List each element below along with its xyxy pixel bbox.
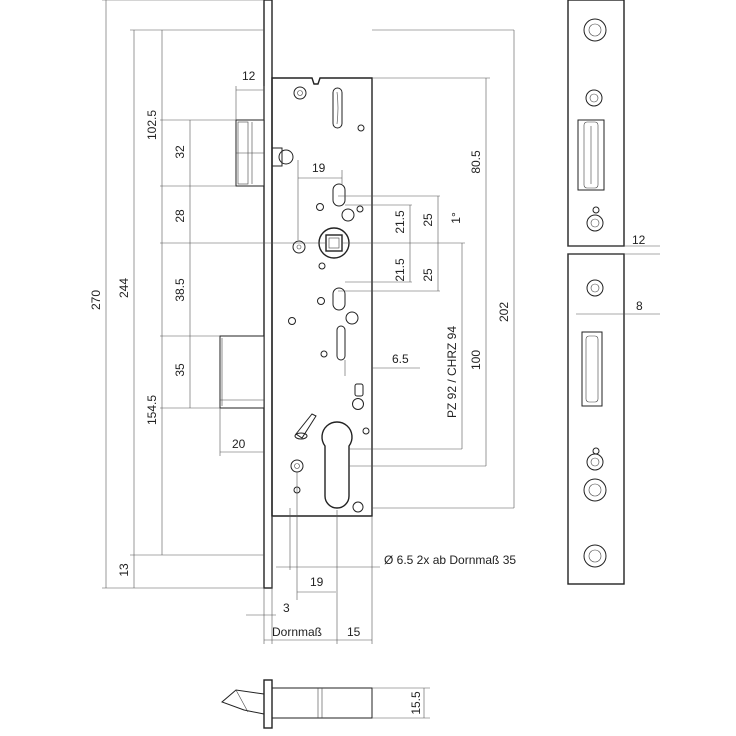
torx-screw-top bbox=[583, 18, 607, 42]
torx-screw-5 bbox=[583, 478, 607, 502]
dim-3: 3 bbox=[283, 601, 290, 615]
torx-screw-bottom bbox=[583, 544, 607, 568]
dim-dornmass: Dornmaß bbox=[272, 625, 322, 639]
bottom-faceplate bbox=[263, 679, 273, 729]
lower-screw bbox=[290, 459, 304, 473]
dim-102-5: 102.5 bbox=[145, 110, 159, 140]
strike-plate-view: 12 8 bbox=[567, 0, 660, 585]
top-screw bbox=[293, 86, 307, 100]
dim-270: 270 bbox=[89, 290, 103, 310]
dead-bolt bbox=[219, 335, 265, 409]
dim-20: 20 bbox=[232, 437, 246, 451]
dim-15: 15 bbox=[347, 625, 361, 639]
screw-4 bbox=[586, 453, 604, 471]
dim-80-5: 80.5 bbox=[469, 150, 483, 174]
lever bbox=[295, 413, 317, 439]
dim-19-bottom: 19 bbox=[310, 575, 324, 589]
dim-25-a: 25 bbox=[421, 213, 435, 227]
dim-154-5: 154.5 bbox=[145, 395, 159, 425]
screw-1 bbox=[585, 89, 603, 107]
latch-catch bbox=[271, 147, 294, 167]
dim-12-top: 12 bbox=[242, 69, 256, 83]
dimension-lines bbox=[102, 0, 515, 644]
dimension-labels: 12 102.5 32 28 38.5 35 154.5 20 270 244 … bbox=[89, 69, 516, 639]
dim-38-5: 38.5 bbox=[173, 278, 187, 302]
strike-plate-upper bbox=[567, 0, 625, 247]
lock-body-view bbox=[219, 0, 373, 589]
latch-opening bbox=[577, 119, 605, 191]
lock-case bbox=[271, 77, 373, 517]
dim-32: 32 bbox=[173, 145, 187, 159]
dim-19-top: 19 bbox=[312, 161, 326, 175]
dim-pz-chrz: PZ 92 / CHRZ 94 bbox=[445, 326, 459, 418]
dim-21-5-a: 21.5 bbox=[393, 210, 407, 234]
dim-6-5: 6.5 bbox=[392, 352, 409, 366]
dim-8: 8 bbox=[636, 299, 643, 313]
dim-hole-note: Ø 6.5 2x ab Dornmaß 35 bbox=[384, 553, 516, 567]
dim-15-5: 15.5 bbox=[409, 691, 423, 715]
cylinder-hole bbox=[321, 421, 353, 509]
dim-100: 100 bbox=[469, 350, 483, 370]
upper-slot bbox=[332, 87, 343, 129]
bottom-latch bbox=[221, 689, 265, 715]
strike-plate-lower bbox=[567, 253, 625, 585]
dim-244: 244 bbox=[117, 278, 131, 298]
dim-28: 28 bbox=[173, 209, 187, 223]
dim-1-degree: 1° bbox=[449, 212, 463, 224]
deadbolt-opening bbox=[581, 331, 603, 407]
dim-21-5-b: 21.5 bbox=[393, 258, 407, 282]
dim-202: 202 bbox=[497, 302, 511, 322]
dim-35: 35 bbox=[173, 363, 187, 377]
middle-slot bbox=[336, 325, 346, 361]
faceplate bbox=[263, 0, 273, 589]
screw-3 bbox=[586, 279, 604, 297]
dim-25-b: 25 bbox=[421, 268, 435, 282]
lock-bottom-view: 15.5 bbox=[221, 679, 430, 729]
dim-12-right: 12 bbox=[632, 233, 646, 247]
screw-2 bbox=[586, 214, 604, 232]
latch-bolt bbox=[235, 119, 265, 187]
dim-13: 13 bbox=[117, 563, 131, 577]
